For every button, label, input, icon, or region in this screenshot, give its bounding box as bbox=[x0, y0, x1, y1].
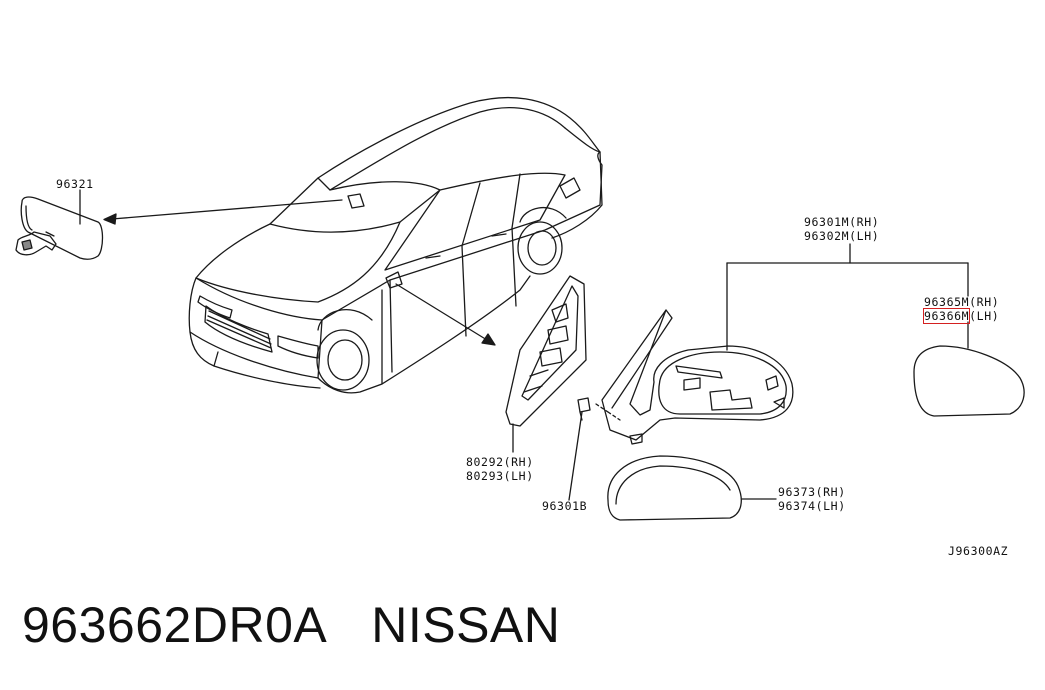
car-illustration bbox=[188, 96, 603, 394]
interior-mirror-part bbox=[15, 189, 104, 260]
part-label-96302m: 96302M(LH) bbox=[804, 229, 880, 243]
caption: 963662DR0A NISSAN bbox=[22, 596, 560, 654]
part-label-96321: 96321 bbox=[56, 177, 94, 191]
highlighted-part-number: 96366M bbox=[922, 308, 971, 324]
part-label-96374: 96374(LH) bbox=[778, 499, 846, 513]
door-mirror-housing bbox=[595, 309, 794, 445]
part-label-96365m: 96365M(RH) bbox=[924, 295, 1000, 309]
mirror-screw bbox=[568, 397, 591, 501]
mirror-glass-part bbox=[913, 321, 1025, 417]
door-mirror-bracket bbox=[505, 275, 587, 453]
part-label-80292: 80292(RH) bbox=[466, 455, 534, 469]
part-label-96301b: 96301B bbox=[542, 499, 588, 513]
pointer-arrows bbox=[103, 199, 496, 346]
mirror-cover-part bbox=[607, 455, 777, 521]
diagram-code: J96300AZ bbox=[948, 544, 1009, 558]
caption-part-number: 963662DR0A bbox=[22, 597, 328, 653]
leader-lines bbox=[726, 243, 969, 351]
part-label-96366m-side: (LH) bbox=[969, 309, 1000, 323]
part-label-96373: 96373(RH) bbox=[778, 485, 846, 499]
part-label-96301m: 96301M(RH) bbox=[804, 215, 880, 229]
part-label-96366m: 96366M(LH) bbox=[922, 308, 1000, 324]
part-label-80293: 80293(LH) bbox=[466, 469, 534, 483]
caption-brand: NISSAN bbox=[371, 597, 561, 653]
